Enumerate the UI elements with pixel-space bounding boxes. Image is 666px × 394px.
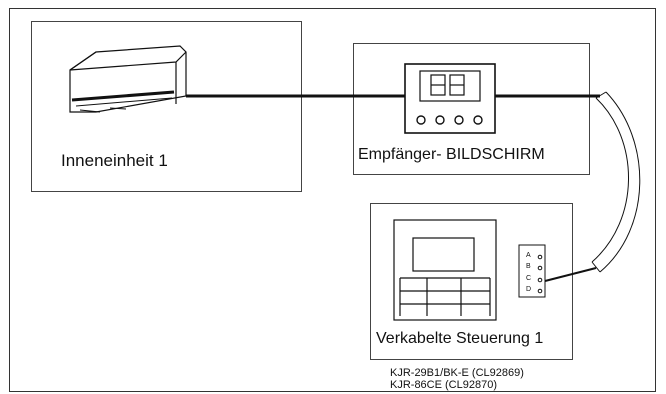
diagram-frame bbox=[9, 8, 656, 392]
terminal-block-icon bbox=[518, 244, 546, 298]
indoor-unit-label: Inneneinheit 1 bbox=[61, 151, 168, 170]
wired-controller-label: Verkabelte Steuerung 1 bbox=[376, 330, 544, 347]
model-number-1: KJR-29B1/BK-E (CL92869) bbox=[390, 367, 524, 379]
wired-controller-icon bbox=[393, 219, 497, 321]
terminal-b-label: B bbox=[526, 263, 531, 270]
cable-conduit bbox=[591, 91, 641, 273]
cable-controller-in bbox=[544, 267, 597, 282]
model-number-2: KJR-86CE (CL92870) bbox=[390, 379, 497, 391]
terminal-c-label: C bbox=[526, 275, 532, 282]
receiver-label: Empfänger- BILDSCHIRM bbox=[358, 146, 545, 163]
terminal-a-label: A bbox=[526, 252, 531, 259]
air-conditioner-icon bbox=[69, 45, 187, 113]
terminal-d-label: D bbox=[526, 286, 532, 293]
receiver-display-icon bbox=[404, 63, 496, 134]
